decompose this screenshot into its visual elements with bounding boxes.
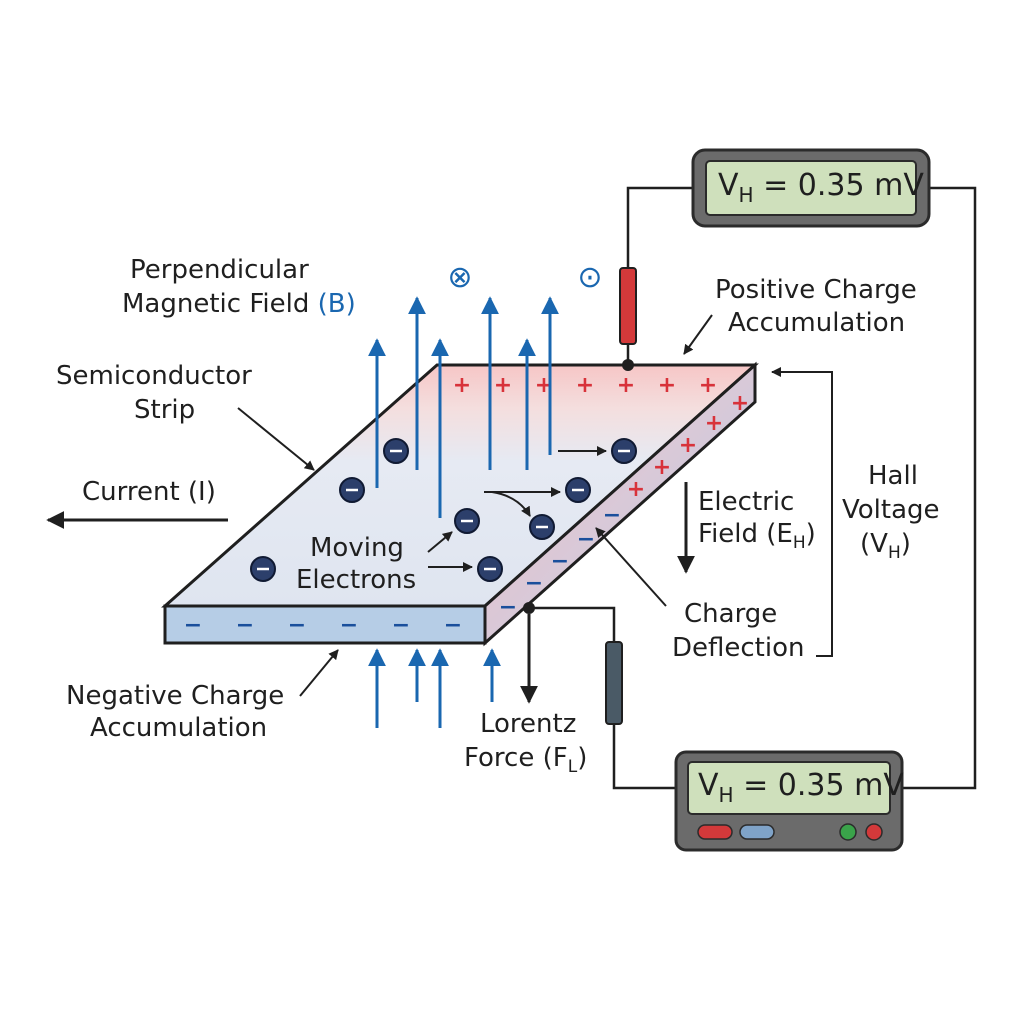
magnetic-field-label-line2: Magnetic Field (B): [122, 289, 356, 319]
hall-voltage-label-line2: Voltage: [842, 495, 940, 525]
wire-top-left: [626, 186, 693, 268]
minus-sign: −: [551, 549, 569, 574]
positive-charges-top: + + + + + + +: [453, 373, 717, 398]
negative-probe: [605, 641, 623, 725]
top-voltmeter-reading: VH = 0.35 mV: [718, 168, 924, 207]
moving-electrons-label-line1: Moving: [310, 533, 404, 563]
minus-sign: −: [577, 527, 595, 552]
minus-sign: −: [288, 613, 306, 638]
electron: [383, 438, 409, 464]
positive-probe: [619, 267, 637, 345]
leader-negative: [299, 649, 339, 697]
plus-sign: +: [731, 391, 749, 416]
minus-sign: −: [603, 503, 621, 528]
negative-charges-front: − − − − − −: [184, 613, 462, 638]
minus-sign: −: [340, 613, 358, 638]
negative-charge-label-line2: Accumulation: [90, 713, 268, 743]
wire-bottom-probe: [529, 606, 616, 642]
leader-semiconductor: [237, 407, 315, 471]
electron: [529, 514, 555, 540]
electron-motion-arrows: [427, 446, 607, 572]
leader-lines: [237, 314, 833, 697]
electron: [611, 438, 637, 464]
electron: [250, 556, 276, 582]
semiconductor-label-line2: Strip: [134, 395, 196, 425]
plus-sign: +: [453, 373, 471, 398]
charge-deflection-label-line1: Charge: [684, 599, 778, 629]
plus-sign: +: [679, 433, 697, 458]
plus-sign: +: [705, 411, 723, 436]
plus-sign: +: [653, 455, 671, 480]
minus-sign: −: [499, 595, 517, 620]
semiconductor-strip: [161, 361, 759, 647]
green-indicator-light: [839, 823, 857, 841]
electrons: [250, 438, 637, 582]
electric-field-label-line2: Field (EH): [698, 519, 816, 554]
positive-charges-side: + + + + +: [627, 391, 749, 502]
circuit-wires: [529, 186, 977, 790]
red-indicator-light: [865, 823, 883, 841]
positive-charge-label-line1: Positive Charge: [715, 275, 917, 305]
blue-button[interactable]: [739, 824, 775, 840]
hall-voltage-label-line3: (VH): [860, 529, 911, 564]
minus-sign: −: [444, 613, 462, 638]
minus-sign: −: [236, 613, 254, 638]
charge-deflection-label-line2: Deflection: [672, 633, 805, 663]
top-voltmeter: [691, 148, 931, 228]
magnetic-field-arrows-upper: [368, 296, 559, 518]
plus-sign: +: [658, 373, 676, 398]
motion-arrow: [427, 531, 453, 553]
electric-field-label-line1: Electric: [698, 487, 795, 517]
field-out-of-page-icon: ⊙: [577, 260, 602, 295]
moving-electrons-label-line2: Electrons: [296, 565, 417, 595]
hall-voltage-bracket: [771, 367, 833, 657]
field-into-page-icon: ⊗: [447, 260, 472, 295]
top-voltmeter-display: [705, 160, 917, 216]
hall-voltage-label-line1: Hall: [868, 461, 918, 491]
current-label: Current (I): [82, 477, 216, 507]
wire-bottom-meter: [612, 724, 676, 790]
probe-contact-top: [622, 359, 634, 371]
negative-charge-label-line1: Negative Charge: [66, 681, 285, 711]
plus-sign: +: [627, 477, 645, 502]
red-button[interactable]: [697, 824, 733, 840]
magnetic-field-arrows-lower: [368, 648, 501, 728]
electron: [477, 556, 503, 582]
plus-sign: +: [617, 373, 635, 398]
bottom-voltmeter-display: [687, 761, 891, 815]
wire-right: [902, 186, 977, 790]
bottom-voltmeter-reading: VH = 0.35 mV: [698, 768, 904, 807]
lorentz-force-label-line1: Lorentz: [480, 709, 577, 739]
magnetic-field-symbol: (B): [317, 289, 356, 319]
strip-front-face: [163, 604, 487, 645]
electron: [565, 477, 591, 503]
plus-sign: +: [699, 373, 717, 398]
minus-sign: −: [392, 613, 410, 638]
bottom-voltmeter: [674, 750, 904, 852]
motion-arrow: [491, 491, 531, 517]
leader-deflection: [595, 527, 667, 607]
positive-charge-label-line2: Accumulation: [728, 308, 906, 338]
lorentz-force-label-line2: Force (FL): [464, 743, 588, 778]
electron: [454, 508, 480, 534]
magnetic-field-label-line1: Perpendicular: [130, 255, 309, 285]
minus-sign: −: [184, 613, 202, 638]
semiconductor-label-line1: Semiconductor: [56, 361, 252, 391]
probe-contact-bottom: [523, 602, 535, 614]
plus-sign: +: [576, 373, 594, 398]
electron: [339, 477, 365, 503]
negative-charges-side: − − − − −: [499, 503, 621, 620]
minus-sign: −: [525, 571, 543, 596]
leader-positive: [683, 314, 713, 355]
plus-sign: +: [494, 373, 512, 398]
